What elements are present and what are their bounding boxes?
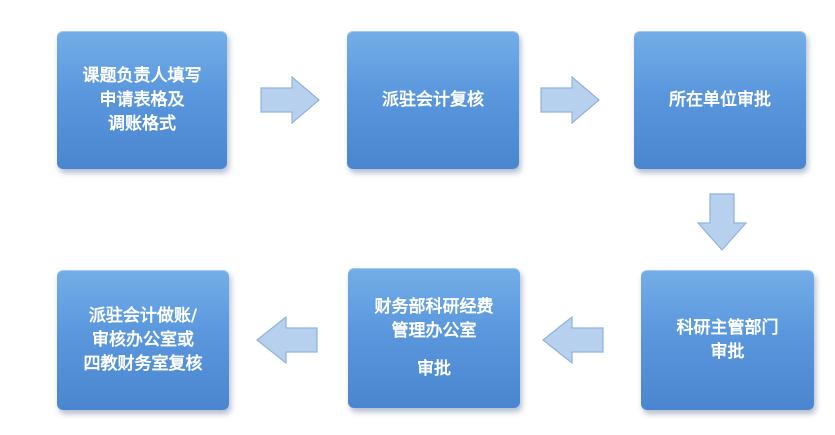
step5-line3: 审批 [417,359,451,379]
step6-line1: 派驻会计做账/ [88,306,198,326]
step6-line2: 审核办公室或 [92,330,194,350]
step2-line1: 派驻会计复核 [382,90,484,110]
step4-line1: 科研主管部门 [676,318,779,338]
arrow-down-icon [697,193,747,251]
step6-line3: 四教财务室复核 [83,354,203,374]
step1-line2: 申请表格及 [99,90,185,110]
step-accountant-review-box: 派驻会计复核 [347,31,519,169]
step-bookkeeping-review-box: 派驻会计做账/ 审核办公室或 四教财务室复核 [57,270,229,410]
step-fill-application-box: 课题负责人填写 申请表格及 调账格式 [57,31,227,169]
arrow-left-icon [256,316,318,364]
step1-line3: 调账格式 [108,114,176,134]
step1-line1: 课题负责人填写 [82,66,202,86]
step3-line1: 所在单位审批 [669,90,771,110]
step-finance-office-approval-box: 财务部科研经费 管理办公室 审批 [348,268,520,408]
step4-line2: 审批 [710,342,745,362]
step-unit-approval-box: 所在单位审批 [634,31,806,169]
step5-line1: 财务部科研经费 [374,297,494,317]
arrow-left-icon [542,316,604,364]
arrow-right-icon [540,76,600,124]
arrow-right-icon [260,76,320,124]
step5-line2: 管理办公室 [391,321,477,341]
step-research-dept-approval-box: 科研主管部门 审批 [641,270,814,410]
